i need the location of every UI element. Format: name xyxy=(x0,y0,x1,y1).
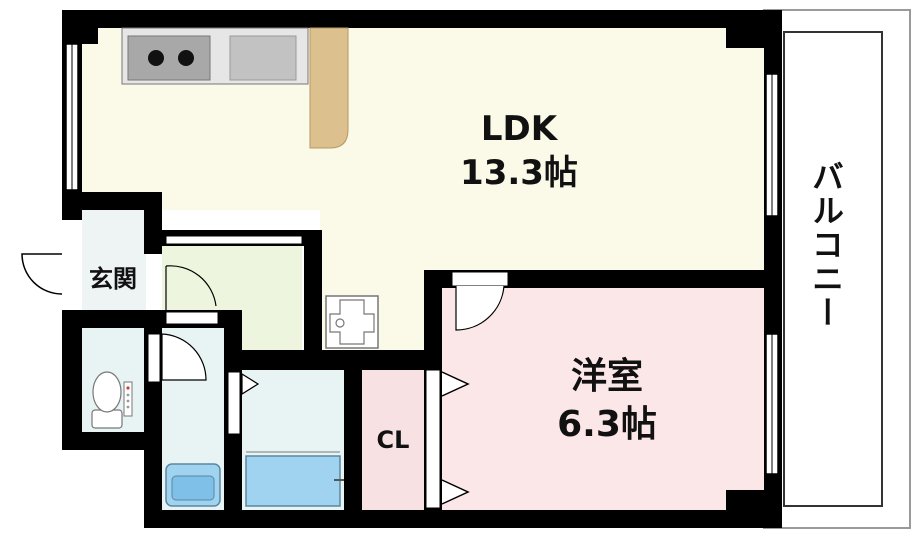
drain-icon xyxy=(335,318,345,328)
wall-bottom xyxy=(144,510,782,528)
control-button-3 xyxy=(126,405,130,409)
wall-washroom-right xyxy=(304,230,322,354)
wall-toilet-bottom xyxy=(62,432,162,450)
toilet-door-frame xyxy=(147,333,161,383)
ldk-floor-right xyxy=(428,205,764,272)
wall-corner-top-right xyxy=(726,10,782,48)
wall-bath-right xyxy=(344,350,362,528)
entrance-floor xyxy=(82,210,146,310)
wash-basin-inner xyxy=(171,475,215,501)
ldk-name-label: LDK xyxy=(481,109,559,149)
toilet-control-panel xyxy=(123,381,133,417)
burner-left xyxy=(148,50,164,66)
kitchen-sink xyxy=(229,35,297,81)
wall-left-lower xyxy=(62,310,82,450)
western-door-frame xyxy=(451,271,509,287)
counter-extension xyxy=(309,27,349,149)
bath-door-frame xyxy=(227,371,241,435)
toilet-bowl xyxy=(92,371,122,413)
western-room-size-label: 6.3帖 xyxy=(557,404,657,445)
wall-corner-top-left xyxy=(62,10,98,44)
western-door-swing xyxy=(455,285,505,331)
balcony-label: バルコニー xyxy=(807,160,845,330)
wall-bath-left xyxy=(144,432,162,528)
wall-entrance-top xyxy=(62,192,162,210)
western-room-name-label: 洋室 xyxy=(571,356,643,397)
control-button-red xyxy=(126,386,130,390)
closet-floor xyxy=(362,370,428,510)
washroom-sliding-door xyxy=(165,235,303,245)
stove xyxy=(127,35,211,81)
washroom-door-frame xyxy=(165,311,219,325)
wall-bath-top xyxy=(224,350,432,370)
washroom-door-arc xyxy=(165,265,217,307)
washing-machine-drain xyxy=(329,299,375,345)
wall-corner-bottom-right xyxy=(726,490,782,528)
closet-label: CL xyxy=(377,426,410,454)
entrance-door-swing xyxy=(21,253,63,295)
balcony-railing xyxy=(783,31,883,507)
control-button-1 xyxy=(126,393,130,397)
wall-western-top xyxy=(424,270,782,288)
entrance-label: 玄関 xyxy=(89,265,137,293)
closet-door-frame xyxy=(425,369,441,509)
closet-door-upper xyxy=(441,371,470,397)
control-button-2 xyxy=(126,399,130,403)
toilet-door-swing xyxy=(161,333,207,381)
western-room-floor xyxy=(442,288,764,510)
wall-top xyxy=(62,10,782,28)
toilet-tank xyxy=(91,409,123,429)
burner-right xyxy=(178,50,194,66)
bathtub xyxy=(245,455,341,507)
closet-door-lower xyxy=(441,479,470,505)
ldk-size-label: 13.3帖 xyxy=(460,153,578,193)
bath-door-arrow xyxy=(241,372,260,396)
